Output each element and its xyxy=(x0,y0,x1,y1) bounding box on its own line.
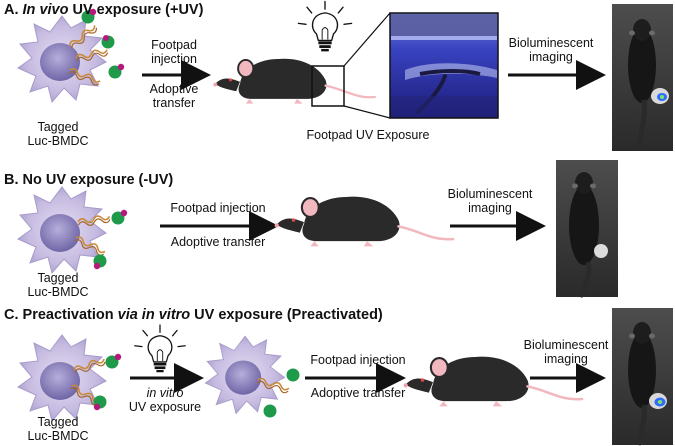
panel-a-mouse xyxy=(212,57,377,105)
panel-b-arrow-top-label: Footpad injection xyxy=(170,201,266,215)
panel-a-footpad-box xyxy=(311,65,345,107)
panel-b-arrow-bottom-label: Adoptive transfer xyxy=(170,235,266,249)
panel-c-cell xyxy=(17,334,122,422)
panel-b-cell xyxy=(17,186,128,274)
magenta-tag-icon xyxy=(89,8,97,16)
panel-a-lightbulb-icon xyxy=(297,0,353,53)
panel-a-inset-caption: Footpad UV Exposure xyxy=(306,128,430,142)
panel-c-lightbulb-icon xyxy=(134,324,186,373)
panel-a-bioluminescence-photo xyxy=(612,4,673,151)
panel-a-cell xyxy=(17,8,125,103)
panel-c-bioluminescence-photo xyxy=(612,308,673,446)
panel-b-bioluminescence-photo xyxy=(556,160,618,298)
panel-a-uv-inset xyxy=(389,12,499,119)
panel-b-mouse xyxy=(273,195,455,248)
panel-c-activated-cell xyxy=(204,335,300,418)
panel-c-arrow-bottom-label: Adoptive transfer xyxy=(310,386,406,400)
panel-c-arrow-top-label: Footpad injection xyxy=(310,353,406,367)
panel-b-header: B. No UV exposure (-UV) xyxy=(4,172,174,188)
panel-c-header: C. Preactivation via in vitro UV exposur… xyxy=(4,307,383,323)
panel-a-header: A. In vivo UV exposure (+UV) xyxy=(4,2,204,18)
